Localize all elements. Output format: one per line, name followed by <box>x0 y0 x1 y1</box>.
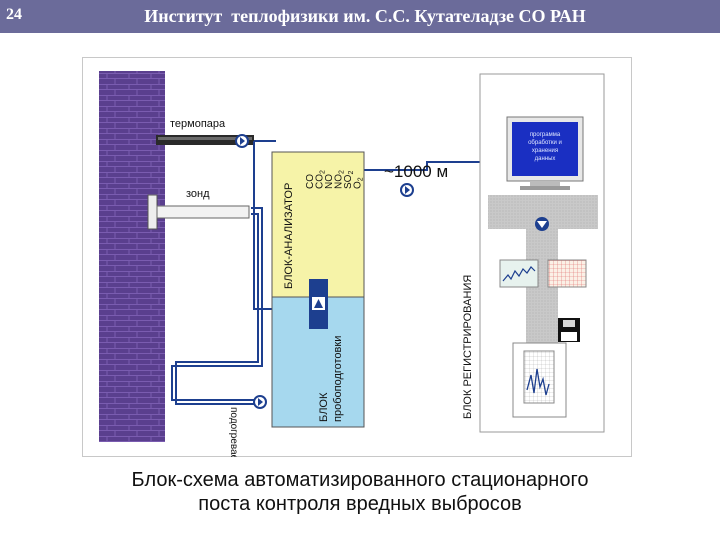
sample-prep-label-line2: пробоподготовки <box>332 336 344 422</box>
registration-column <box>526 227 558 349</box>
gas-formula: CO2 <box>315 170 327 189</box>
gas-formula: NO <box>324 174 335 189</box>
arrow-thermocouple <box>235 134 249 148</box>
analyzer-block-label: БЛОК-АНАЛИЗАТОР <box>283 183 295 289</box>
gas-formula: NO2 <box>334 170 346 189</box>
grid-chart-icon <box>547 259 587 288</box>
slide-title: Институт теплофизики им. С.С. Кутателадз… <box>144 6 586 26</box>
distance-label: ~1000 м <box>384 162 448 181</box>
brick-wall <box>99 71 165 442</box>
sampling-probe <box>147 194 250 230</box>
floppy-disk-icon <box>558 318 580 342</box>
slide-number: 24 <box>6 6 22 23</box>
arrow-heated-line <box>253 395 267 409</box>
heated-line-label: подогреваемая линия <box>228 407 239 457</box>
gas-formula: CO <box>305 174 316 189</box>
thermocouple-probe <box>156 135 254 145</box>
signal-chart-icon <box>499 259 539 288</box>
probe-label: зонд <box>186 188 210 200</box>
arrow-distance <box>400 183 414 197</box>
computer-monitor-icon <box>506 116 584 190</box>
caption-line-2: поста контроля вредных выбросов <box>198 493 522 515</box>
monitor-text-line: данных <box>535 156 556 162</box>
thermocouple-label: термопара <box>170 118 226 130</box>
block-diagram: термопара зонд подог <box>82 57 632 509</box>
sample-prep-label-line1: БЛОК <box>318 392 330 422</box>
monitor-text-line: программа <box>530 132 561 138</box>
registration-block-label: БЛОК РЕГИСТРИРОВАНИЯ <box>462 275 474 419</box>
arrow-registration <box>535 217 549 231</box>
monitor-text-line: хранения <box>532 148 558 154</box>
gas-formula: SO2 <box>343 171 355 189</box>
caption-line-1: Блок-схема автоматизированного стационар… <box>131 469 589 491</box>
monitor-text-line: обработки и <box>528 140 562 146</box>
header-bar: 24 Институт теплофизики им. С.С. Кутател… <box>0 0 720 33</box>
printout-icon <box>512 342 567 418</box>
pipe-network <box>171 140 534 405</box>
figure-caption: Блок-схема автоматизированного стационар… <box>40 468 680 516</box>
gas-formula: O2 <box>353 177 365 189</box>
monitor-text: программа обработки и хранения данных <box>528 132 562 162</box>
pump-icon <box>309 279 328 329</box>
